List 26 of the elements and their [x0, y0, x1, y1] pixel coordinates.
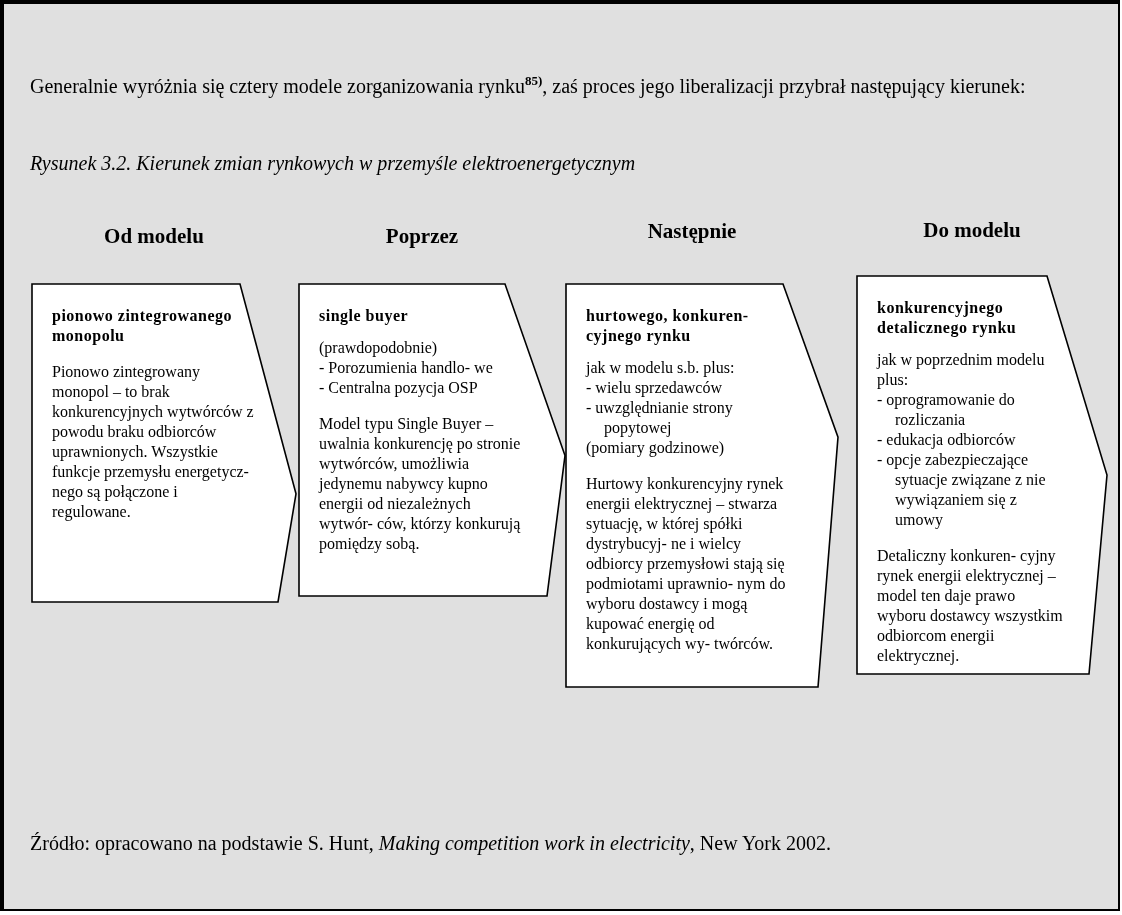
note-text: jak w modelu s.b. plus: — [586, 358, 736, 378]
model-title: konkurencyjnego detalicznego rynku — [877, 298, 1018, 338]
description-text: Model typu Single Buyer – uwalnia konkurencję po stronie wytwórców, umożliwia jedynemu nabywcy kupno energii od niezależnych wytwór- ców, którzy konkurują pomiędzy sobą. — [319, 414, 522, 554]
description-text: Hurtowy konkurencyjny rynek energii elektrycznej – stwarza sytuację, w której spółki dystrybucyj- ne i wielcy odbiorcy przemysłowi stają się podmiotami uprawnio- nym do wyboru dostawcy i mogą kupować energię od konkurujących wy- twórców. — [586, 474, 787, 654]
list-item: - edukacja odbiorców — [877, 430, 1017, 450]
column-heading: Do modelu — [922, 218, 1022, 243]
list-item: - Porozumienia handlo- we — [319, 358, 494, 378]
column-heading: Poprzez — [384, 224, 460, 249]
note-text: (prawdopodobnie) — [319, 338, 439, 358]
figure-title: Rysunek 3.2. Kierunek zmian rynkowych w przemyśle elektroenergetycznym — [30, 151, 637, 176]
note-text: jak w poprzednim modelu plus: — [877, 350, 1046, 390]
list-item: - wielu sprzedawców — [586, 378, 723, 398]
model-title: single buyer — [319, 306, 410, 326]
model-title: pionowo zintegrowanego monopolu — [52, 306, 234, 346]
list-item: - Centralna pozycja OSP — [319, 378, 479, 398]
source-note: Źródło: opracowano na podstawie S. Hunt, Making competition work in electricity, New York 2002. — [30, 831, 832, 856]
description-text: Pionowo zintegrowany monopol – to brak konkurencyjnych wytwórców z powodu braku odbiorców uprawnionych. Wszystkie funkcje przemysłu energetycz- nego są połączone i regulowane. — [52, 362, 255, 522]
list-item: - opcje zabezpieczające sytuacje związane z nie wywiązaniem się z umowy — [877, 450, 1047, 530]
list-item: - uwzględnianie strony popytowej — [586, 398, 734, 438]
note-text: (pomiary godzinowe) — [586, 438, 726, 458]
list-item: - oprogramowanie do rozliczania — [877, 390, 1016, 430]
column-heading: Od modelu — [103, 224, 205, 249]
model-title: hurtowego, konkuren- cyjnego rynku — [586, 306, 750, 346]
intro-paragraph: Generalnie wyróżnia się cztery modele zorganizowania rynku$^{85)}$, zaś proces jego liberalizacji przybrał następujący kierunek: — [30, 72, 1027, 99]
column-heading: Następnie — [646, 219, 738, 244]
description-text: Detaliczny konkuren- cyjny rynek energii elektrycznej – model ten daje prawo wyboru dostawcy wszystkim odbiorcom energii elektrycznej. — [877, 546, 1064, 666]
